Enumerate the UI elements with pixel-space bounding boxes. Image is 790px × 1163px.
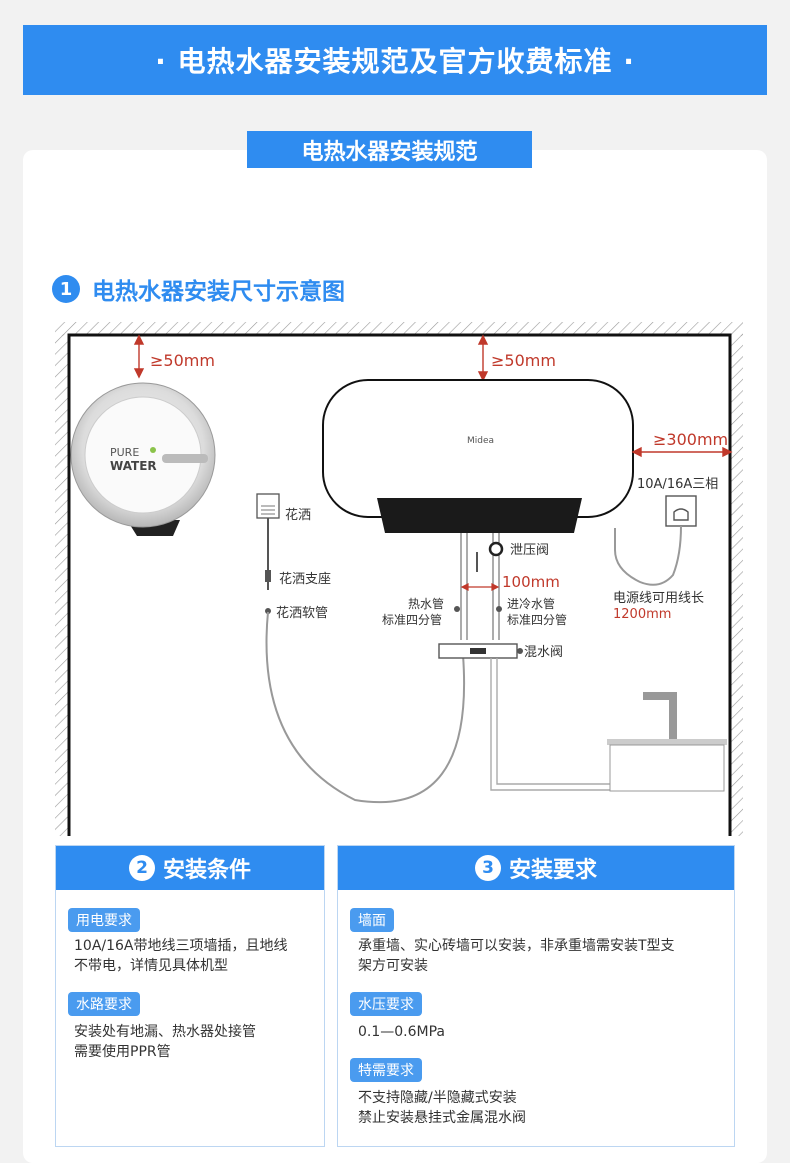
purifier-label-bottom: WATER bbox=[110, 459, 157, 473]
socket-plate bbox=[665, 495, 697, 527]
special-req-tag: 特需要求 bbox=[350, 1058, 422, 1082]
shower-holder-label: 花洒支座 bbox=[279, 571, 331, 587]
pressure-tag: 水压要求 bbox=[350, 992, 422, 1016]
install-conditions-header: 2 安装条件 bbox=[56, 846, 324, 890]
cold-pipe-label-2: 标准四分管 bbox=[507, 612, 567, 627]
heater-body bbox=[322, 379, 634, 518]
wall-desc: 承重墙、实心砖墙可以安装，非承重墙需安装T型支 架方可安装 bbox=[358, 936, 730, 976]
side-gap-label: ≥300mm bbox=[653, 430, 728, 449]
purifier-display bbox=[162, 454, 208, 463]
top-gap-center-arrow bbox=[477, 334, 489, 382]
sink-cabinet bbox=[609, 744, 725, 792]
water-req-tag: 水路要求 bbox=[68, 992, 140, 1016]
hot-pipe-dot bbox=[454, 606, 460, 612]
relief-valve-label: 泄压阀 bbox=[510, 543, 549, 558]
power-req-desc: 10A/16A带地线三项墙插，且地线 不带电，详情见具体机型 bbox=[74, 936, 322, 976]
shower-hose-label: 花洒软管 bbox=[276, 605, 328, 621]
right-wall-hatch bbox=[731, 334, 743, 836]
section-title: 电热水器安装规范 bbox=[247, 131, 532, 168]
step1-number: 1 bbox=[52, 275, 80, 303]
section-title-text: 电热水器安装规范 bbox=[301, 139, 478, 165]
power-req-line-2: 不带电，详情见具体机型 bbox=[74, 958, 228, 974]
step3-number: 3 bbox=[474, 855, 501, 881]
pressure-desc: 0.1—0.6MPa bbox=[358, 1022, 730, 1042]
top-gap-center-label: ≥50mm bbox=[491, 351, 556, 370]
top-gap-left-label: ≥50mm bbox=[150, 351, 215, 370]
banner-title: · 电热水器安装规范及官方收费标准 · bbox=[155, 45, 635, 78]
shower-head-nozzle-lines bbox=[261, 505, 275, 515]
wall-line-1: 承重墙、实心砖墙可以安装，非承重墙需安装T型支 bbox=[358, 938, 675, 954]
left-wall-hatch bbox=[55, 334, 68, 836]
wall-line-2: 架方可安装 bbox=[358, 958, 428, 974]
power-req-tag: 用电要求 bbox=[68, 908, 140, 932]
install-requirements-header: 3 安装要求 bbox=[338, 846, 734, 890]
install-conditions-box: 2 安装条件 用电要求 10A/16A带地线三项墙插，且地线 不带电，详情见具体… bbox=[55, 845, 325, 1147]
step1-title: 电热水器安装尺寸示意图 bbox=[92, 279, 345, 305]
install-requirements-title: 安装要求 bbox=[508, 858, 597, 883]
mix-valve-dot bbox=[517, 648, 523, 654]
cord-label: 电源线可用线长 bbox=[613, 591, 704, 606]
shower-holder-icon bbox=[265, 570, 271, 582]
power-cord bbox=[614, 525, 682, 586]
socket-label: 10A/16A三相 bbox=[637, 477, 718, 492]
ceiling-hatch bbox=[55, 322, 743, 336]
shower-hose bbox=[265, 611, 465, 804]
special-req-desc: 不支持隐藏/半隐藏式安装 禁止安装悬挂式金属混水阀 bbox=[358, 1088, 730, 1128]
mix-valve-label: 混水阀 bbox=[524, 645, 563, 660]
water-req-line-1: 安装处有地漏、热水器处接管 bbox=[74, 1024, 256, 1040]
countertop bbox=[607, 739, 727, 745]
hot-pipe-label-1: 热水管 bbox=[408, 596, 444, 611]
purifier-label-top: PURE bbox=[110, 446, 139, 459]
pressure-line-1: 0.1—0.6MPa bbox=[358, 1024, 446, 1040]
pipe-gap-arrow bbox=[460, 583, 500, 591]
power-req-line-1: 10A/16A带地线三项墙插，且地线 bbox=[74, 938, 288, 954]
side-gap-arrow bbox=[631, 446, 733, 458]
top-banner: · 电热水器安装规范及官方收费标准 · bbox=[23, 25, 767, 95]
cold-pipe-dot bbox=[496, 606, 502, 612]
relief-valve-icon bbox=[488, 541, 504, 557]
special-req-line-2: 禁止安装悬挂式金属混水阀 bbox=[358, 1110, 526, 1126]
shower-head-label: 花洒 bbox=[285, 507, 311, 523]
step2-number: 2 bbox=[128, 855, 155, 881]
installation-diagram: ≥50mm PURE WATER ≥50mm Midea ≥300mm 10A/… bbox=[55, 322, 743, 836]
pipe-gap-label: 100mm bbox=[502, 573, 560, 591]
install-conditions-title: 安装条件 bbox=[162, 858, 251, 883]
cold-pipe-label-1: 进冷水管 bbox=[507, 596, 555, 611]
faucet bbox=[643, 692, 677, 740]
top-gap-left-arrow bbox=[133, 334, 145, 379]
water-req-line-2: 需要使用PPR管 bbox=[74, 1044, 171, 1060]
hot-pipe-label-2: 标准四分管 bbox=[382, 612, 442, 627]
purifier-drop-icon bbox=[150, 447, 156, 453]
socket-plug bbox=[673, 508, 689, 521]
heater-brand: Midea bbox=[467, 436, 494, 446]
wall-tag: 墙面 bbox=[350, 908, 394, 932]
water-req-desc: 安装处有地漏、热水器处接管 需要使用PPR管 bbox=[74, 1022, 322, 1062]
step1-heading: 1 电热水器安装尺寸示意图 bbox=[52, 272, 345, 306]
room-outline bbox=[67, 333, 732, 836]
mix-valve-handle bbox=[470, 648, 486, 654]
special-req-line-1: 不支持隐藏/半隐藏式安装 bbox=[358, 1090, 517, 1106]
heater-base bbox=[377, 498, 582, 533]
install-requirements-box: 3 安装要求 墙面 承重墙、实心砖墙可以安装，非承重墙需安装T型支 架方可安装 … bbox=[337, 845, 735, 1147]
cord-length: 1200mm bbox=[613, 607, 671, 622]
shower-hose-dot bbox=[265, 608, 271, 614]
cold-supply-pipe bbox=[490, 658, 611, 791]
